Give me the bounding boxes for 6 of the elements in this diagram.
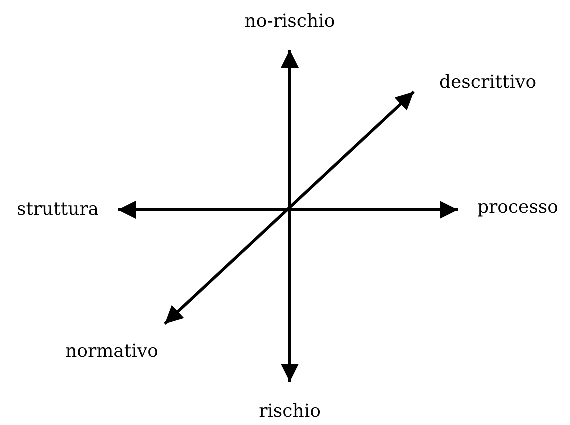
axis-label: struttura <box>16 200 100 220</box>
axis-label: no-rischio <box>244 12 336 32</box>
axis-label: normativo <box>66 342 158 362</box>
axis-label: descrittivo <box>439 73 537 93</box>
axis-label: processo <box>478 198 558 218</box>
axis-label: rischio <box>259 402 321 422</box>
